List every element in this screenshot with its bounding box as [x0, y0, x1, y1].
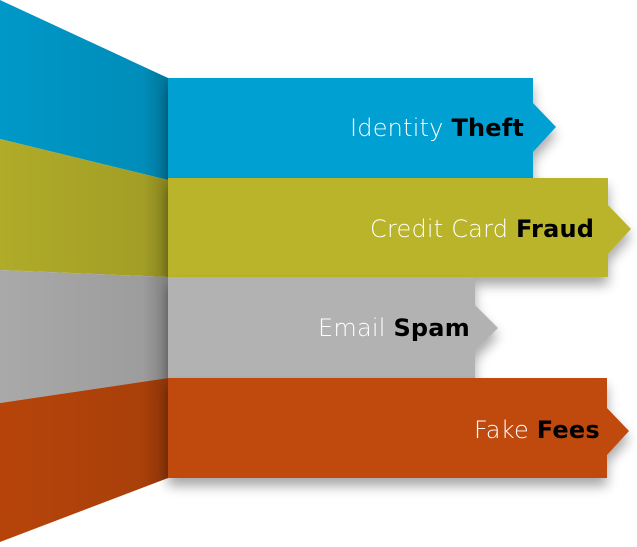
banner-fake-fees	[0, 378, 629, 542]
banner-1-wing-shade	[0, 0, 168, 180]
banner-4-label: Fake Fees	[474, 415, 600, 445]
banner-2-face	[168, 178, 631, 277]
banner-4-bold-text: Fees	[536, 416, 600, 444]
banner-1-label: Identity Theft	[350, 113, 524, 143]
banner-4-face	[168, 378, 629, 478]
banner-3-face	[168, 277, 498, 378]
banner-4-light-text: Fake	[474, 416, 529, 444]
banner-2-wing-shade	[0, 139, 168, 277]
banner-email-spam	[0, 270, 498, 403]
banner-3-bold-text: Spam	[393, 314, 470, 342]
banner-1-face	[168, 78, 556, 180]
banner-3-light-text: Email	[318, 314, 386, 342]
banner-1-light-text: Identity	[350, 114, 444, 142]
banner-3-label: Email Spam	[318, 313, 470, 343]
banner-1-bold-text: Theft	[451, 114, 525, 142]
banner-4-wing-shade	[0, 378, 168, 542]
banner-2-light-text: Credit Card	[370, 215, 509, 243]
banner-3-wing-shade	[0, 270, 168, 403]
banner-credit-card-fraud	[0, 139, 631, 277]
banner-2-bold-text: Fraud	[516, 215, 595, 243]
banner-2-label: Credit Card Fraud	[370, 214, 594, 244]
banner-identity-theft	[0, 0, 556, 180]
